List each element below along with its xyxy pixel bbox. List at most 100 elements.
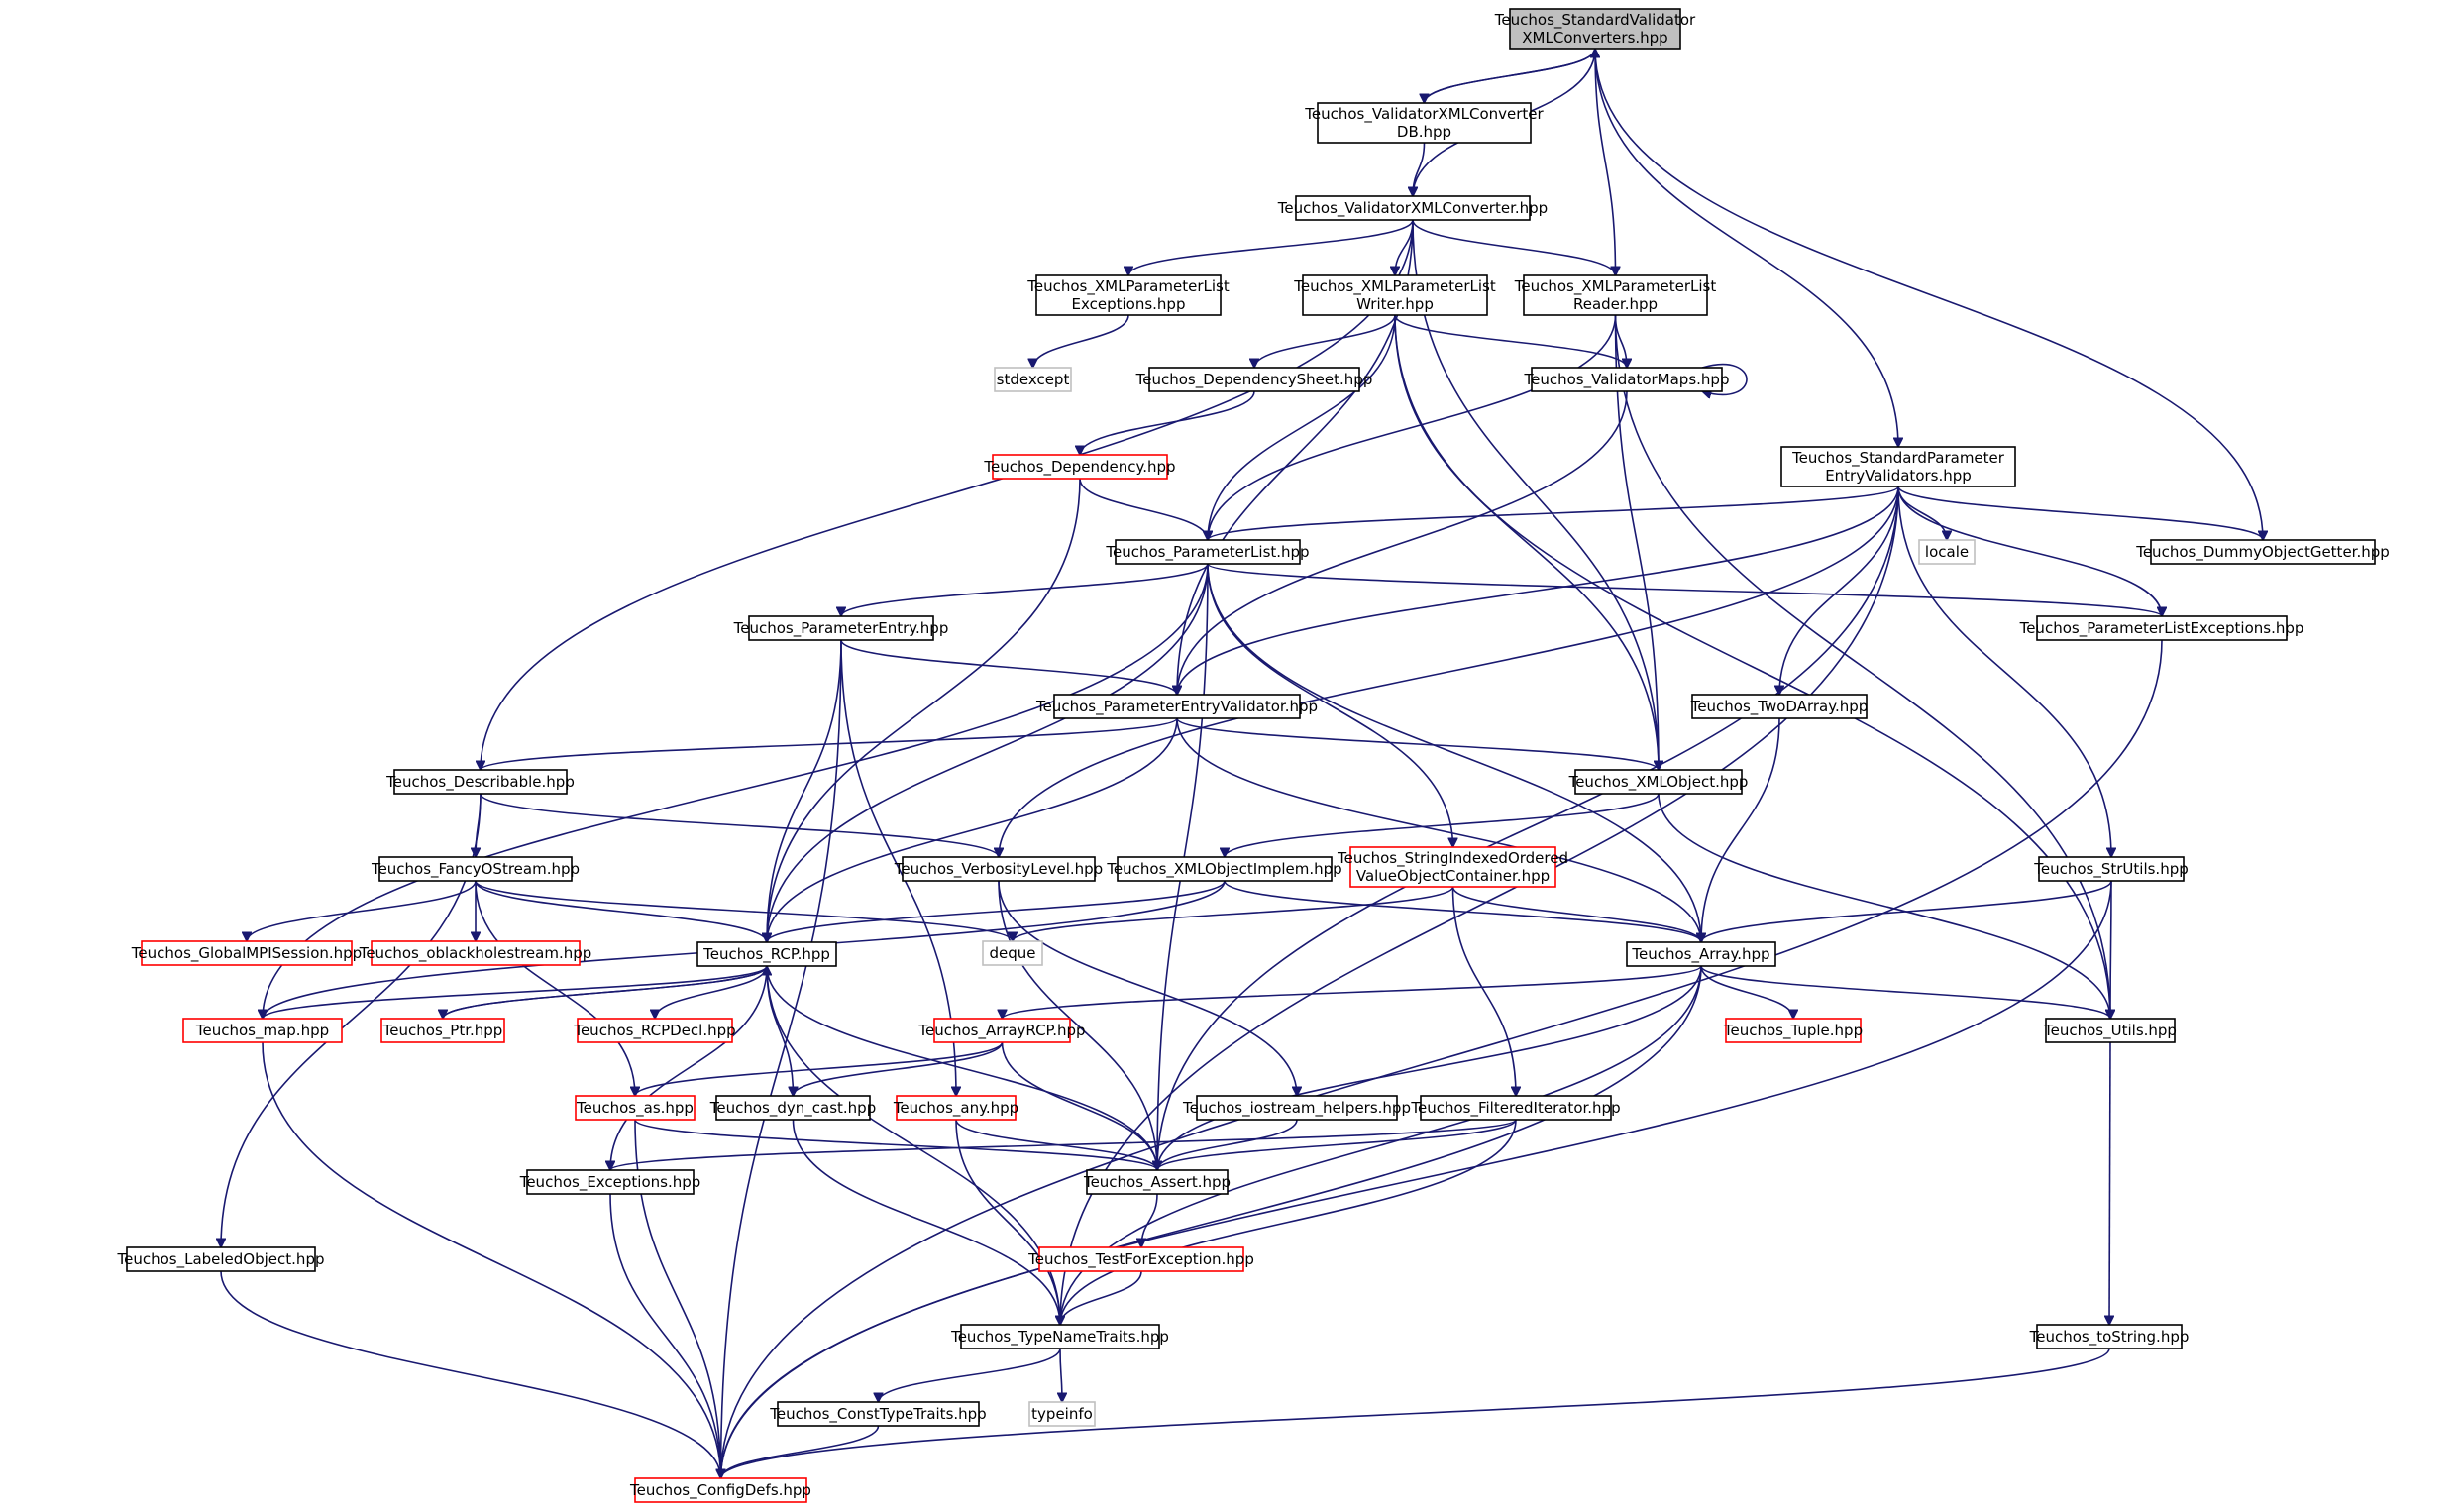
node-box [1725,1018,1862,1043]
edge-xplr-to-utils [1614,314,2111,1019]
node-box [1420,1095,1612,1121]
node-vxc[interactable]: Teuchos_ValidatorXMLConverter.hpp [1277,195,1548,221]
edge-dep-to-pl [1079,478,1208,540]
edge-xplw-to-pl [1208,314,1396,540]
node-xo[interactable]: Teuchos_XMLObject.hpp [1568,769,1749,795]
node-root[interactable]: Teuchos_StandardValidatorXMLConverters.h… [1494,8,1696,50]
node-label: Teuchos_ParameterEntry.hpp [733,619,949,638]
node-box [526,1169,695,1195]
node-depsheet[interactable]: Teuchos_DependencySheet.hpp [1135,367,1373,392]
node-fi[interactable]: Teuchos_FilteredIterator.hpp [1410,1095,1621,1121]
node-label: Teuchos_XMLObjectImplem.hpp [1106,860,1341,879]
edge-any-to-tnt [955,1119,1060,1325]
edge-arcp-to-dync [794,1041,1004,1096]
edge-arr-to-assert [1157,965,1702,1170]
node-assert[interactable]: Teuchos_Assert.hpp [1083,1169,1231,1195]
node-rcp[interactable]: Teuchos_RCP.hpp [696,941,837,967]
node-box [1349,846,1556,888]
node-sio[interactable]: Teuchos_StringIndexedOrderedValueObjectC… [1337,846,1568,888]
node-dep[interactable]: Teuchos_Dependency.hpp [983,454,1176,480]
edge-pl-to-rcp [767,563,1209,942]
edge-fos-to-gmpi [247,880,477,941]
edge-pev-to-xo [1176,717,1659,771]
edge-fi-to-exc [610,1119,1517,1171]
edge-root-to-dog [1594,48,2263,540]
node-label: Teuchos_Assert.hpp [1083,1173,1231,1192]
node-pl[interactable]: Teuchos_ParameterList.hpp [1105,539,1310,565]
node-map[interactable]: Teuchos_map.hpp [182,1018,343,1043]
node-ctt[interactable]: Teuchos_ConstTypeTraits.hpp [769,1401,987,1427]
node-vmaps[interactable]: Teuchos_ValidatorMaps.hpp [1524,367,1730,392]
node-tuple[interactable]: Teuchos_Tuple.hpp [1723,1018,1863,1043]
edge-vmaps-to-pev [1177,390,1628,695]
node-pev[interactable]: Teuchos_ParameterEntryValidator.hpp [1035,694,1318,719]
edge-exc-to-cfg [609,1193,721,1478]
node-label: Teuchos_XMLParameterList [1026,277,1230,296]
node-rcpdecl[interactable]: Teuchos_RCPDecl.hpp [573,1018,736,1043]
node-label: Teuchos_TwoDArray.hpp [1690,698,1869,716]
node-gmpi[interactable]: Teuchos_GlobalMPISession.hpp [131,940,362,966]
edge-lo-to-cfg [220,1270,721,1478]
edge-vdb-to-root [1423,49,1596,104]
edge-arr-to-utils [1700,965,2110,1019]
node-typeinfo[interactable]: typeinfo [1028,1401,1096,1427]
node-arr[interactable]: Teuchos_Array.hpp [1626,941,1776,967]
edge-tfe-to-tnt [1060,1270,1142,1325]
node-label: ValueObjectContainer.hpp [1356,867,1550,885]
edge-spev-to-vl [999,486,1899,857]
node-tostr[interactable]: Teuchos_toString.hpp [2029,1324,2190,1349]
node-tnt[interactable]: Teuchos_TypeNameTraits.hpp [950,1324,1169,1349]
node-pe[interactable]: Teuchos_ParameterEntry.hpp [733,615,949,641]
node-twod[interactable]: Teuchos_TwoDArray.hpp [1690,694,1869,719]
edge-tnt-to-typeinfo [1060,1348,1062,1402]
node-utils[interactable]: Teuchos_Utils.hpp [2043,1018,2177,1043]
node-box [1317,102,1532,144]
node-stdexcept[interactable]: stdexcept [994,367,1072,392]
edge-pev-to-rcp [767,717,1178,942]
node-box [1295,195,1531,221]
node-label: Teuchos_toString.hpp [2029,1328,2190,1347]
node-lo[interactable]: Teuchos_LabeledObject.hpp [117,1246,325,1272]
node-box [960,1324,1160,1349]
node-arcp[interactable]: Teuchos_ArrayRCP.hpp [917,1018,1086,1043]
node-ptr[interactable]: Teuchos_Ptr.hpp [380,1018,505,1043]
node-dog[interactable]: Teuchos_DummyObjectGetter.hpp [2135,539,2390,565]
node-vl[interactable]: Teuchos_VerbosityLevel.hpp [894,856,1103,882]
node-any[interactable]: Teuchos_any.hpp [893,1095,1018,1121]
node-as[interactable]: Teuchos_as.hpp [575,1095,696,1121]
node-fos[interactable]: Teuchos_FancyOStream.hpp [371,856,580,882]
node-label: Teuchos_Describable.hpp [385,773,575,792]
edge-arcp-to-as [635,1041,1004,1096]
node-xoi[interactable]: Teuchos_XMLObjectImplem.hpp [1106,856,1342,882]
node-box [1531,367,1723,392]
node-ple[interactable]: Teuchos_ParameterListExceptions.hpp [2019,615,2304,641]
node-box [2150,539,2376,565]
node-label: Teuchos_Ptr.hpp [382,1022,503,1040]
edge-root-to-spev [1594,48,1898,447]
node-locale[interactable]: locale [1918,539,1976,565]
node-label: Teuchos_XMLParameterList [1293,277,1496,296]
node-desc[interactable]: Teuchos_Describable.hpp [385,769,575,795]
node-spev[interactable]: Teuchos_StandardParameterEntryValidators… [1780,446,2016,487]
node-stru[interactable]: Teuchos_StrUtils.hpp [2033,856,2189,882]
edge-pe-to-cfg [721,639,842,1478]
node-cfg[interactable]: Teuchos_ConfigDefs.hpp [629,1477,811,1503]
node-ioh[interactable]: Teuchos_iostream_helpers.hpp [1182,1095,1411,1121]
node-exc[interactable]: Teuchos_Exceptions.hpp [519,1169,701,1195]
node-tfe[interactable]: Teuchos_TestForException.hpp [1027,1246,1254,1272]
node-label: deque [989,944,1035,962]
edge-vdb-to-vxc [1413,142,1426,196]
edge-sio-to-arr [1451,886,1702,942]
edge-spev-to-twod [1779,486,1899,695]
node-label: Teuchos_TypeNameTraits.hpp [950,1328,1169,1347]
node-obh[interactable]: Teuchos_oblackholestream.hpp [359,940,592,966]
edge-spev-to-pl [1208,486,1899,541]
node-deque[interactable]: deque [982,940,1043,966]
node-label: Teuchos_Exceptions.hpp [519,1173,701,1192]
node-dync[interactable]: Teuchos_dyn_cast.hpp [709,1095,876,1121]
edge-stru-to-utils [2110,880,2111,1019]
